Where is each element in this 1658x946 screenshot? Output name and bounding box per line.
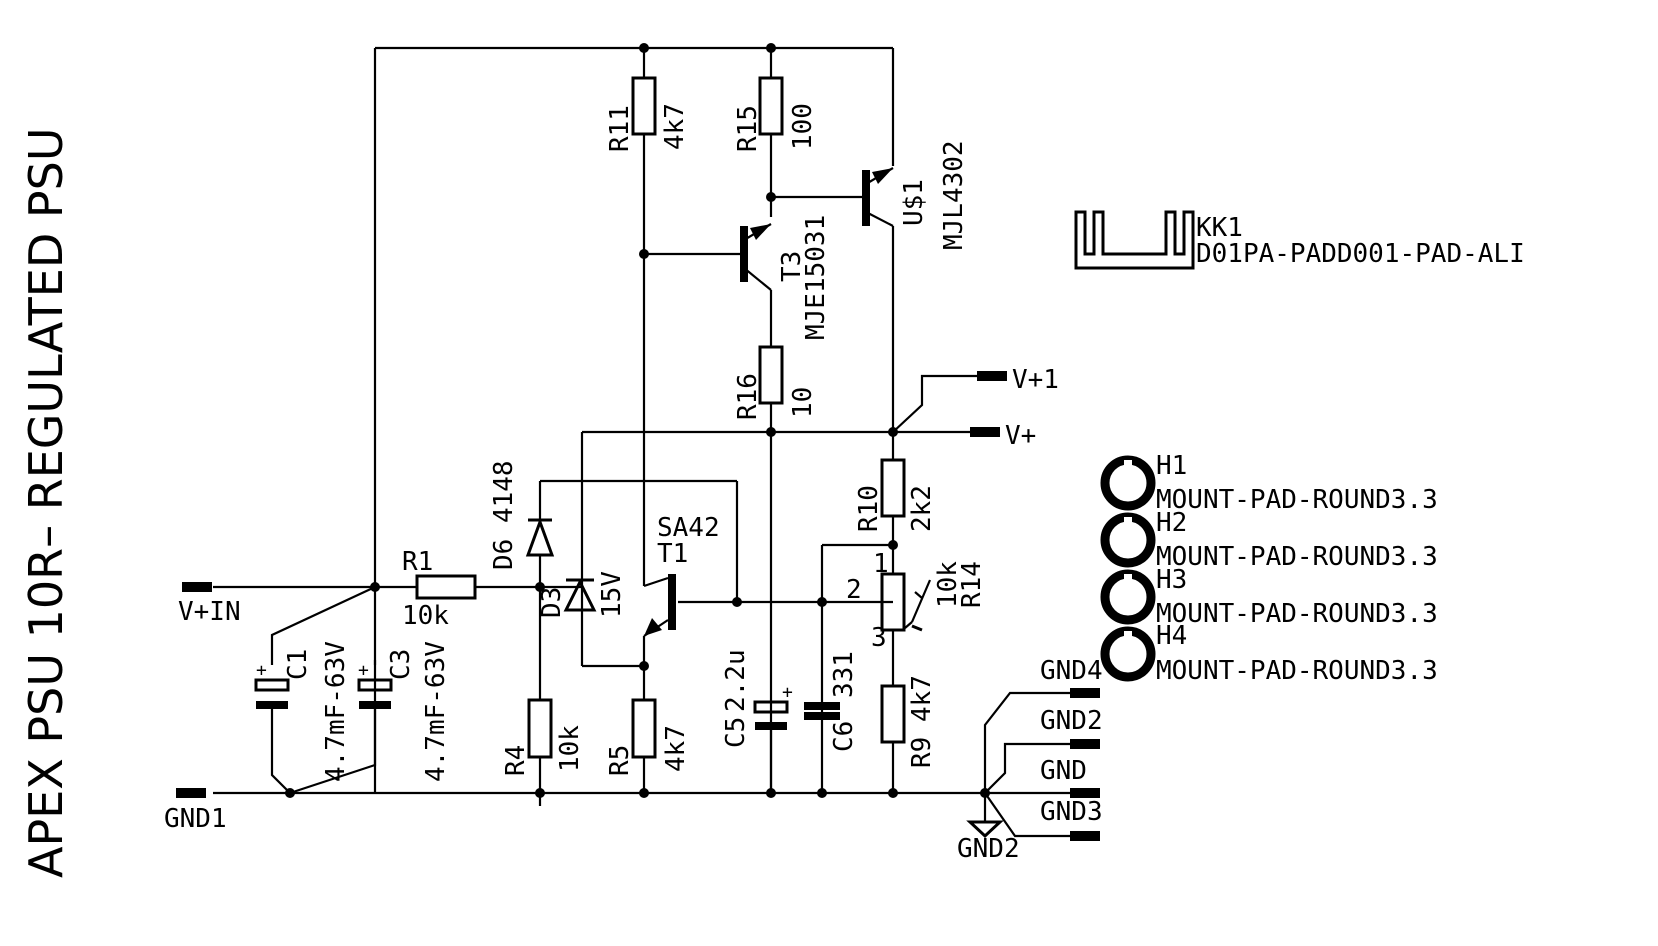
svg-text:+: + [358, 660, 369, 681]
svg-text:R15: R15 [733, 105, 763, 152]
h3-value: MOUNT-PAD-ROUND3.3 [1156, 599, 1438, 629]
svg-text:C6: C6 [829, 721, 859, 752]
resistor-r10: R10 2k2 [854, 458, 937, 532]
gnd2-label: GND2 [1040, 706, 1103, 736]
svg-text:10: 10 [788, 387, 818, 418]
svg-text:15V: 15V [597, 571, 627, 618]
h4-value: MOUNT-PAD-ROUND3.3 [1156, 656, 1438, 686]
svg-text:2k2: 2k2 [907, 485, 937, 532]
vin-label: V+IN [178, 597, 241, 627]
svg-text:100: 100 [788, 103, 818, 150]
capacitor-c3: C3 4.7mF-63V + [357, 641, 451, 782]
resistor-r11: R11 4k7 [605, 76, 690, 152]
svg-text:331: 331 [829, 651, 859, 698]
svg-text:R16: R16 [733, 373, 763, 420]
svg-text:4.7mF-63V: 4.7mF-63V [421, 641, 451, 782]
vp-label: V+ [1005, 421, 1036, 451]
transistor-t1: SA42 T1 [644, 513, 720, 636]
svg-text:C3: C3 [386, 649, 416, 680]
svg-text:1: 1 [873, 549, 889, 579]
svg-text:C5: C5 [721, 717, 751, 748]
capacitor-c6: C6 331 [804, 651, 859, 752]
gnd3-label: GND3 [1040, 797, 1103, 827]
heatsink-kk1: KK1 D01PA-PADD001-PAD-ALI [1074, 210, 1525, 270]
svg-text:R5: R5 [605, 745, 635, 776]
h1-label: H1 [1156, 451, 1187, 481]
svg-text:+: + [256, 660, 267, 681]
h4-label: H4 [1156, 621, 1187, 651]
vp1-label: V+1 [1012, 365, 1059, 395]
svg-text:R9: R9 [907, 737, 937, 768]
svg-text:D3: D3 [537, 587, 567, 618]
resistor-r9: R9 4k7 [880, 675, 937, 768]
svg-text:T3: T3 [777, 251, 807, 282]
transistor-u1: U$1 MJL4302 [862, 140, 969, 250]
resistor-r15: R15 100 [733, 76, 818, 152]
svg-text:10k: 10k [933, 561, 963, 608]
resistor-r5: R5 4k7 [605, 698, 691, 776]
svg-text:KK1: KK1 [1196, 213, 1243, 243]
net-labels: V+IN GND1 V+1 V+ GND4 GND2 GND GND3 GND2 [164, 365, 1103, 864]
svg-text:U$1: U$1 [899, 179, 929, 226]
gnd2-symbol-label: GND2 [957, 834, 1020, 864]
h2-value: MOUNT-PAD-ROUND3.3 [1156, 542, 1438, 572]
h2-label: H2 [1156, 508, 1187, 538]
svg-text:R1: R1 [402, 547, 433, 577]
svg-text:D6 4148: D6 4148 [489, 460, 519, 570]
svg-text:D01PA-PADD001-PAD-ALI: D01PA-PADD001-PAD-ALI [1196, 239, 1525, 269]
capacitor-c5: C5 2.2u + [721, 649, 793, 748]
diode-d3: D3 15V [537, 571, 627, 618]
svg-text:4k7: 4k7 [907, 675, 937, 722]
svg-text:+: + [782, 682, 793, 703]
svg-text:SA42: SA42 [657, 513, 720, 543]
svg-text:MJE15031: MJE15031 [801, 215, 831, 340]
svg-text:2: 2 [846, 575, 862, 605]
svg-text:10k: 10k [555, 725, 585, 772]
page-title: APEX PSU 10R– REGULATED PSU [19, 128, 73, 879]
svg-text:R14: R14 [957, 561, 987, 608]
connector-pads [176, 371, 1100, 841]
resistor-r14-pot: 1 2 3 10k R14 [846, 549, 987, 653]
h3-label: H3 [1156, 565, 1187, 595]
svg-text:R4: R4 [501, 745, 531, 776]
svg-text:R10: R10 [854, 485, 884, 532]
h1-value: MOUNT-PAD-ROUND3.3 [1156, 485, 1438, 515]
capacitor-c1: C1 4.7mF-63V + [254, 641, 351, 782]
svg-text:4k7: 4k7 [660, 103, 690, 150]
svg-text:C1: C1 [283, 649, 313, 680]
resistor-r16: R16 10 [733, 345, 818, 420]
svg-text:4.7mF-63V: 4.7mF-63V [321, 641, 351, 782]
svg-text:4k7: 4k7 [661, 725, 691, 772]
gnd1-label: GND1 [164, 804, 227, 834]
gnd-label: GND [1040, 756, 1087, 786]
resistor-r4: R4 10k [501, 698, 585, 776]
svg-text:2.2u: 2.2u [721, 649, 751, 712]
svg-text:T1: T1 [657, 539, 688, 569]
mount-pads: H1 MOUNT-PAD-ROUND3.3 H2 MOUNT-PAD-ROUND… [1100, 451, 1438, 686]
transistor-t3: T3 MJE15031 [740, 215, 831, 340]
svg-text:3: 3 [871, 623, 887, 653]
resistor-r1: R1 10k [402, 547, 477, 631]
gnd4-label: GND4 [1040, 656, 1103, 686]
svg-text:MJL4302: MJL4302 [939, 140, 969, 250]
junctions [285, 43, 990, 798]
svg-text:R11: R11 [605, 105, 635, 152]
diode-d6: D6 4148 [489, 460, 555, 570]
svg-text:10k: 10k [402, 601, 449, 631]
